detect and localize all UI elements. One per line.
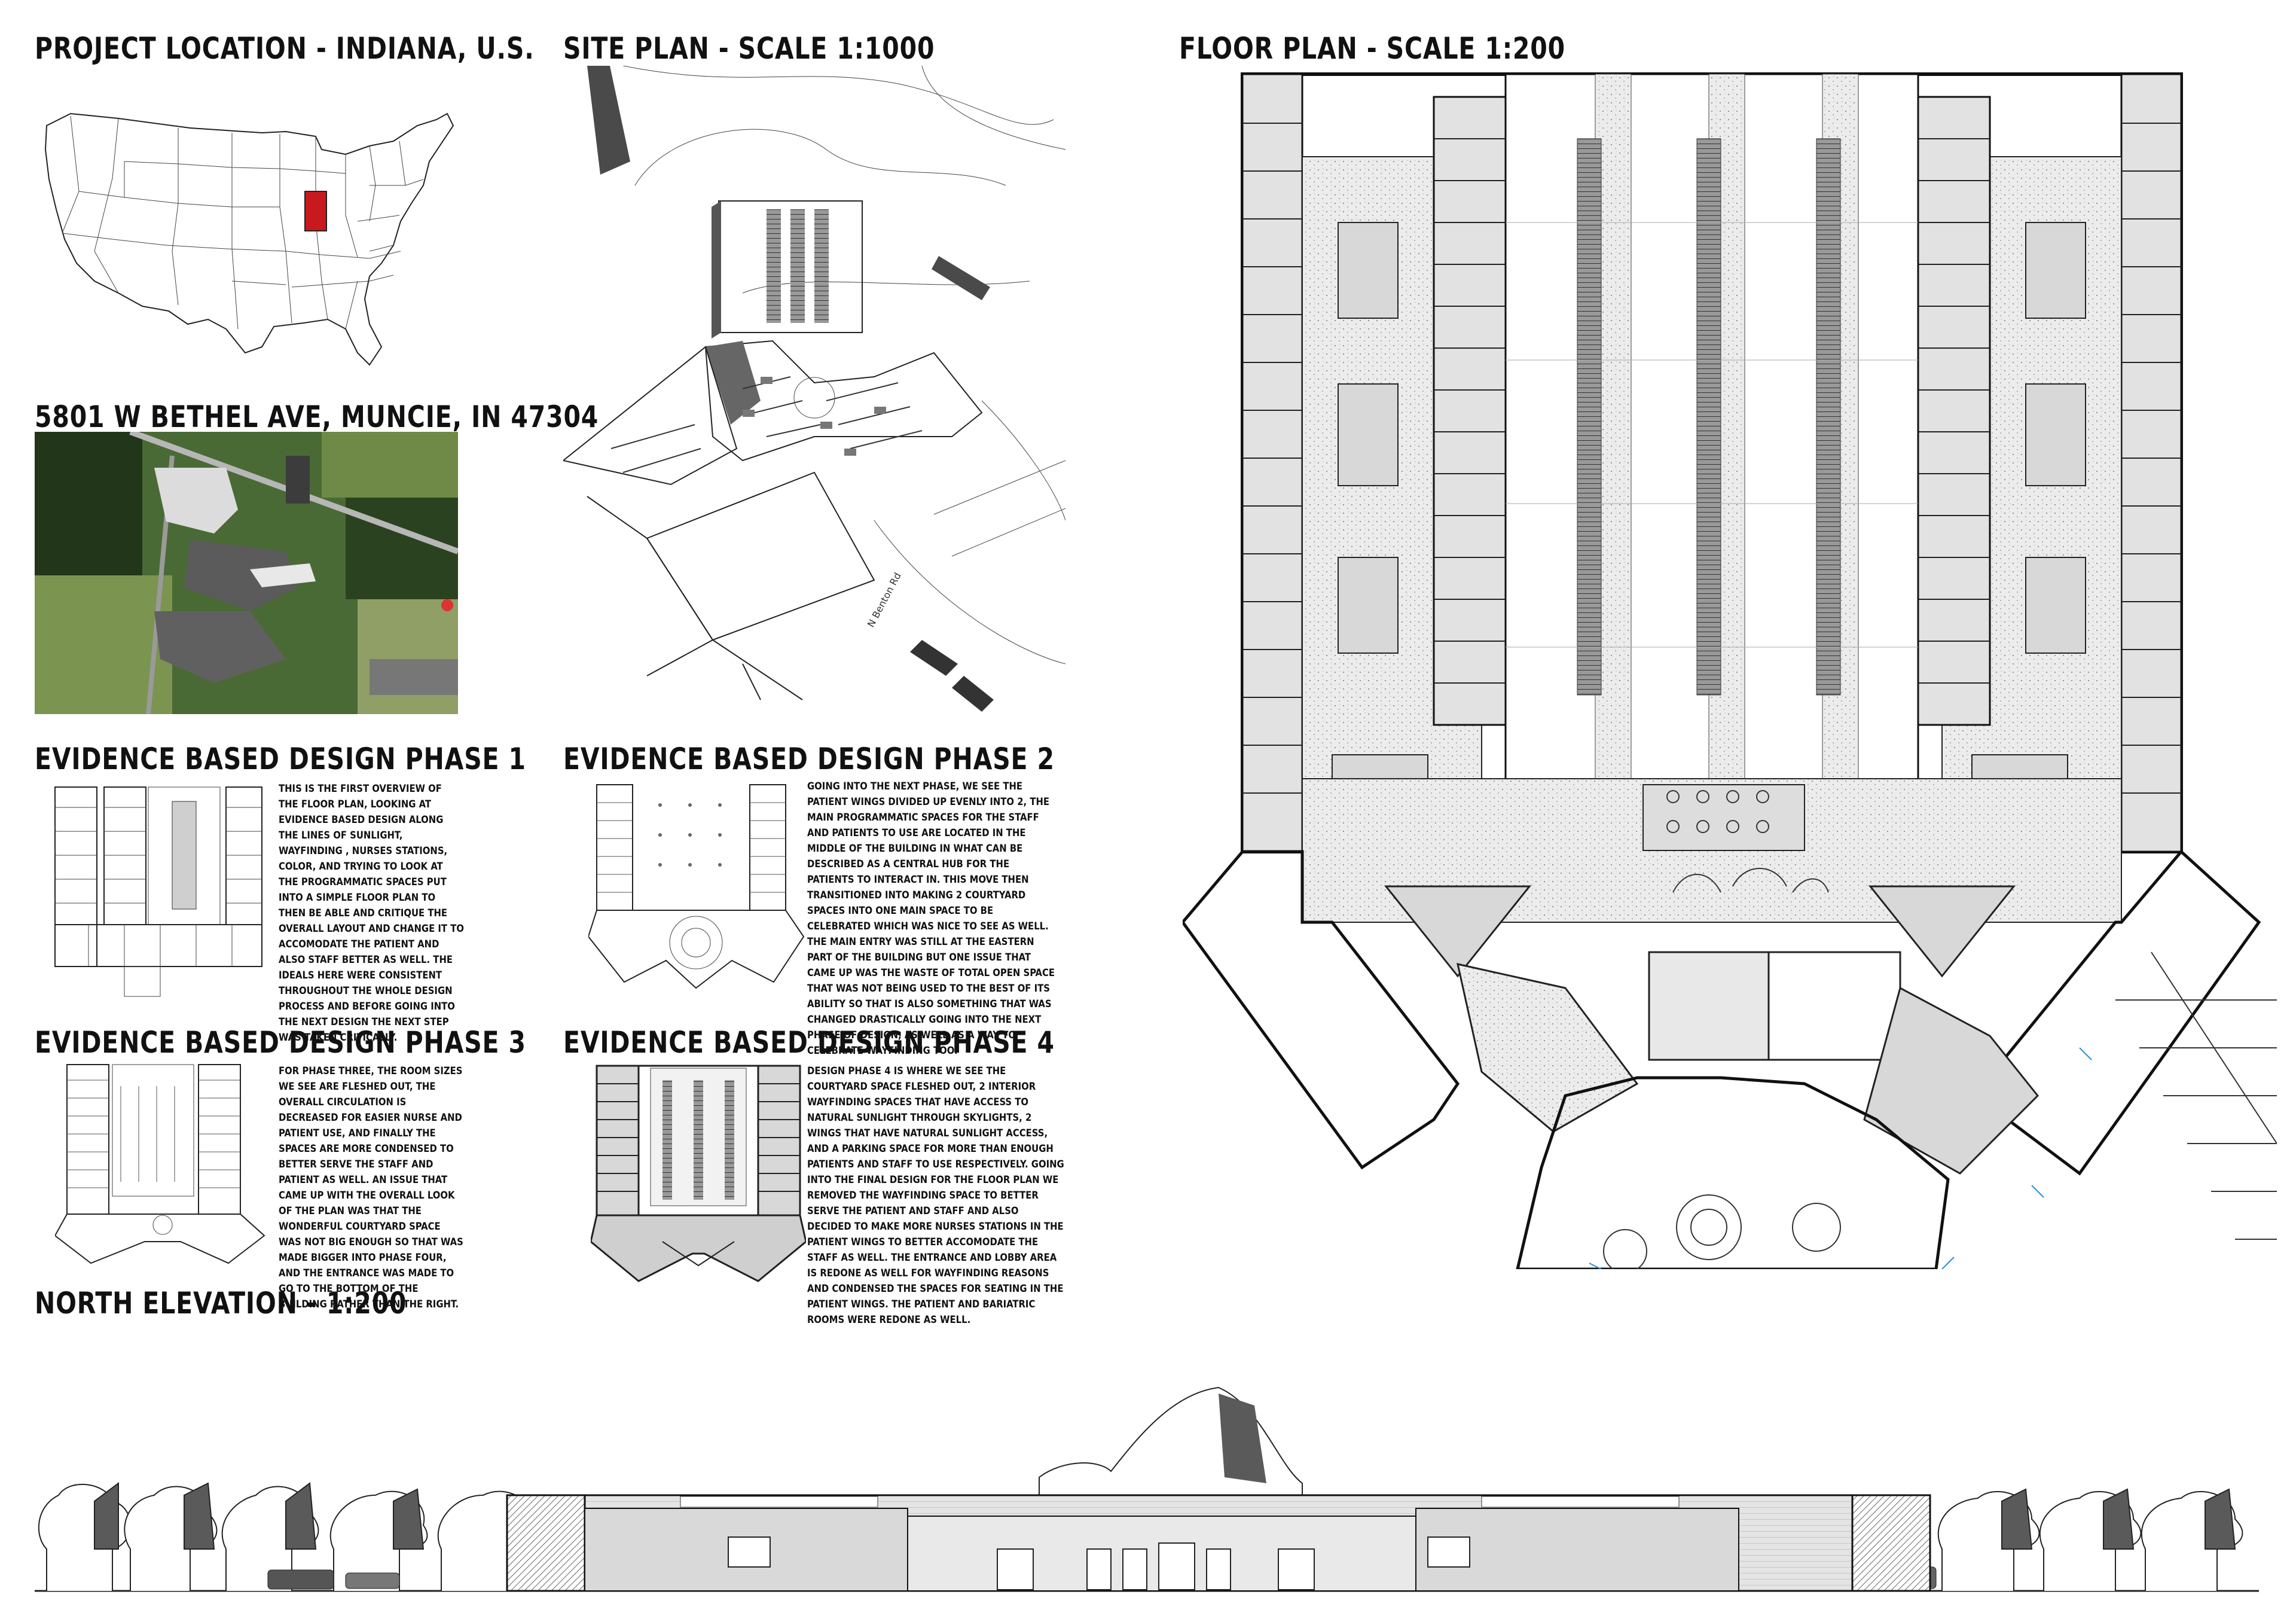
floor-plan-drawing xyxy=(1183,67,2277,1269)
phase2-description: Going into the next phase, we see the pa… xyxy=(807,780,1055,1056)
site-plan-heading: SITE PLAN - SCALE 1:1000 xyxy=(563,31,935,66)
elevation-heading: NORTH ELEVATION - 1:200 xyxy=(35,1286,407,1321)
location-heading: PROJECT LOCATION - INDIANA, U.S. xyxy=(35,31,535,66)
phase2-heading: EVIDENCE BASED DESIGN PHASE 2 xyxy=(563,742,1055,776)
address-heading: 5801 W BETHEL AVE, MUNCIE, IN 47304 xyxy=(35,400,599,434)
phase3-heading: EVIDENCE BASED DESIGN PHASE 3 xyxy=(35,1025,526,1060)
phase4-heading: EVIDENCE BASED DESIGN PHASE 4 xyxy=(563,1025,1055,1060)
aerial-photo xyxy=(35,432,458,714)
road-label: N Benton Rd xyxy=(865,571,903,629)
phase1-plan-thumbnail xyxy=(53,783,268,999)
phase2-plan-thumbnail xyxy=(588,781,810,990)
us-map xyxy=(35,102,465,377)
north-elevation-drawing xyxy=(35,1370,2259,1609)
phase3-plan-thumbnail xyxy=(55,1062,270,1266)
indiana-highlight xyxy=(304,191,327,231)
phase4-plan-thumbnail xyxy=(591,1062,806,1283)
phase1-description: This is the first overview of the floor … xyxy=(279,783,464,1043)
floor-plan-heading: FLOOR PLAN - SCALE 1:200 xyxy=(1179,31,1565,66)
phase3-description: For phase three, the room sizes we see a… xyxy=(279,1065,463,1310)
phase4-description: Design phase 4 is where we see the court… xyxy=(807,1065,1064,1325)
phase1-heading: EVIDENCE BASED DESIGN PHASE 1 xyxy=(35,742,526,776)
site-plan-drawing: N Benton Rd xyxy=(563,66,1065,718)
